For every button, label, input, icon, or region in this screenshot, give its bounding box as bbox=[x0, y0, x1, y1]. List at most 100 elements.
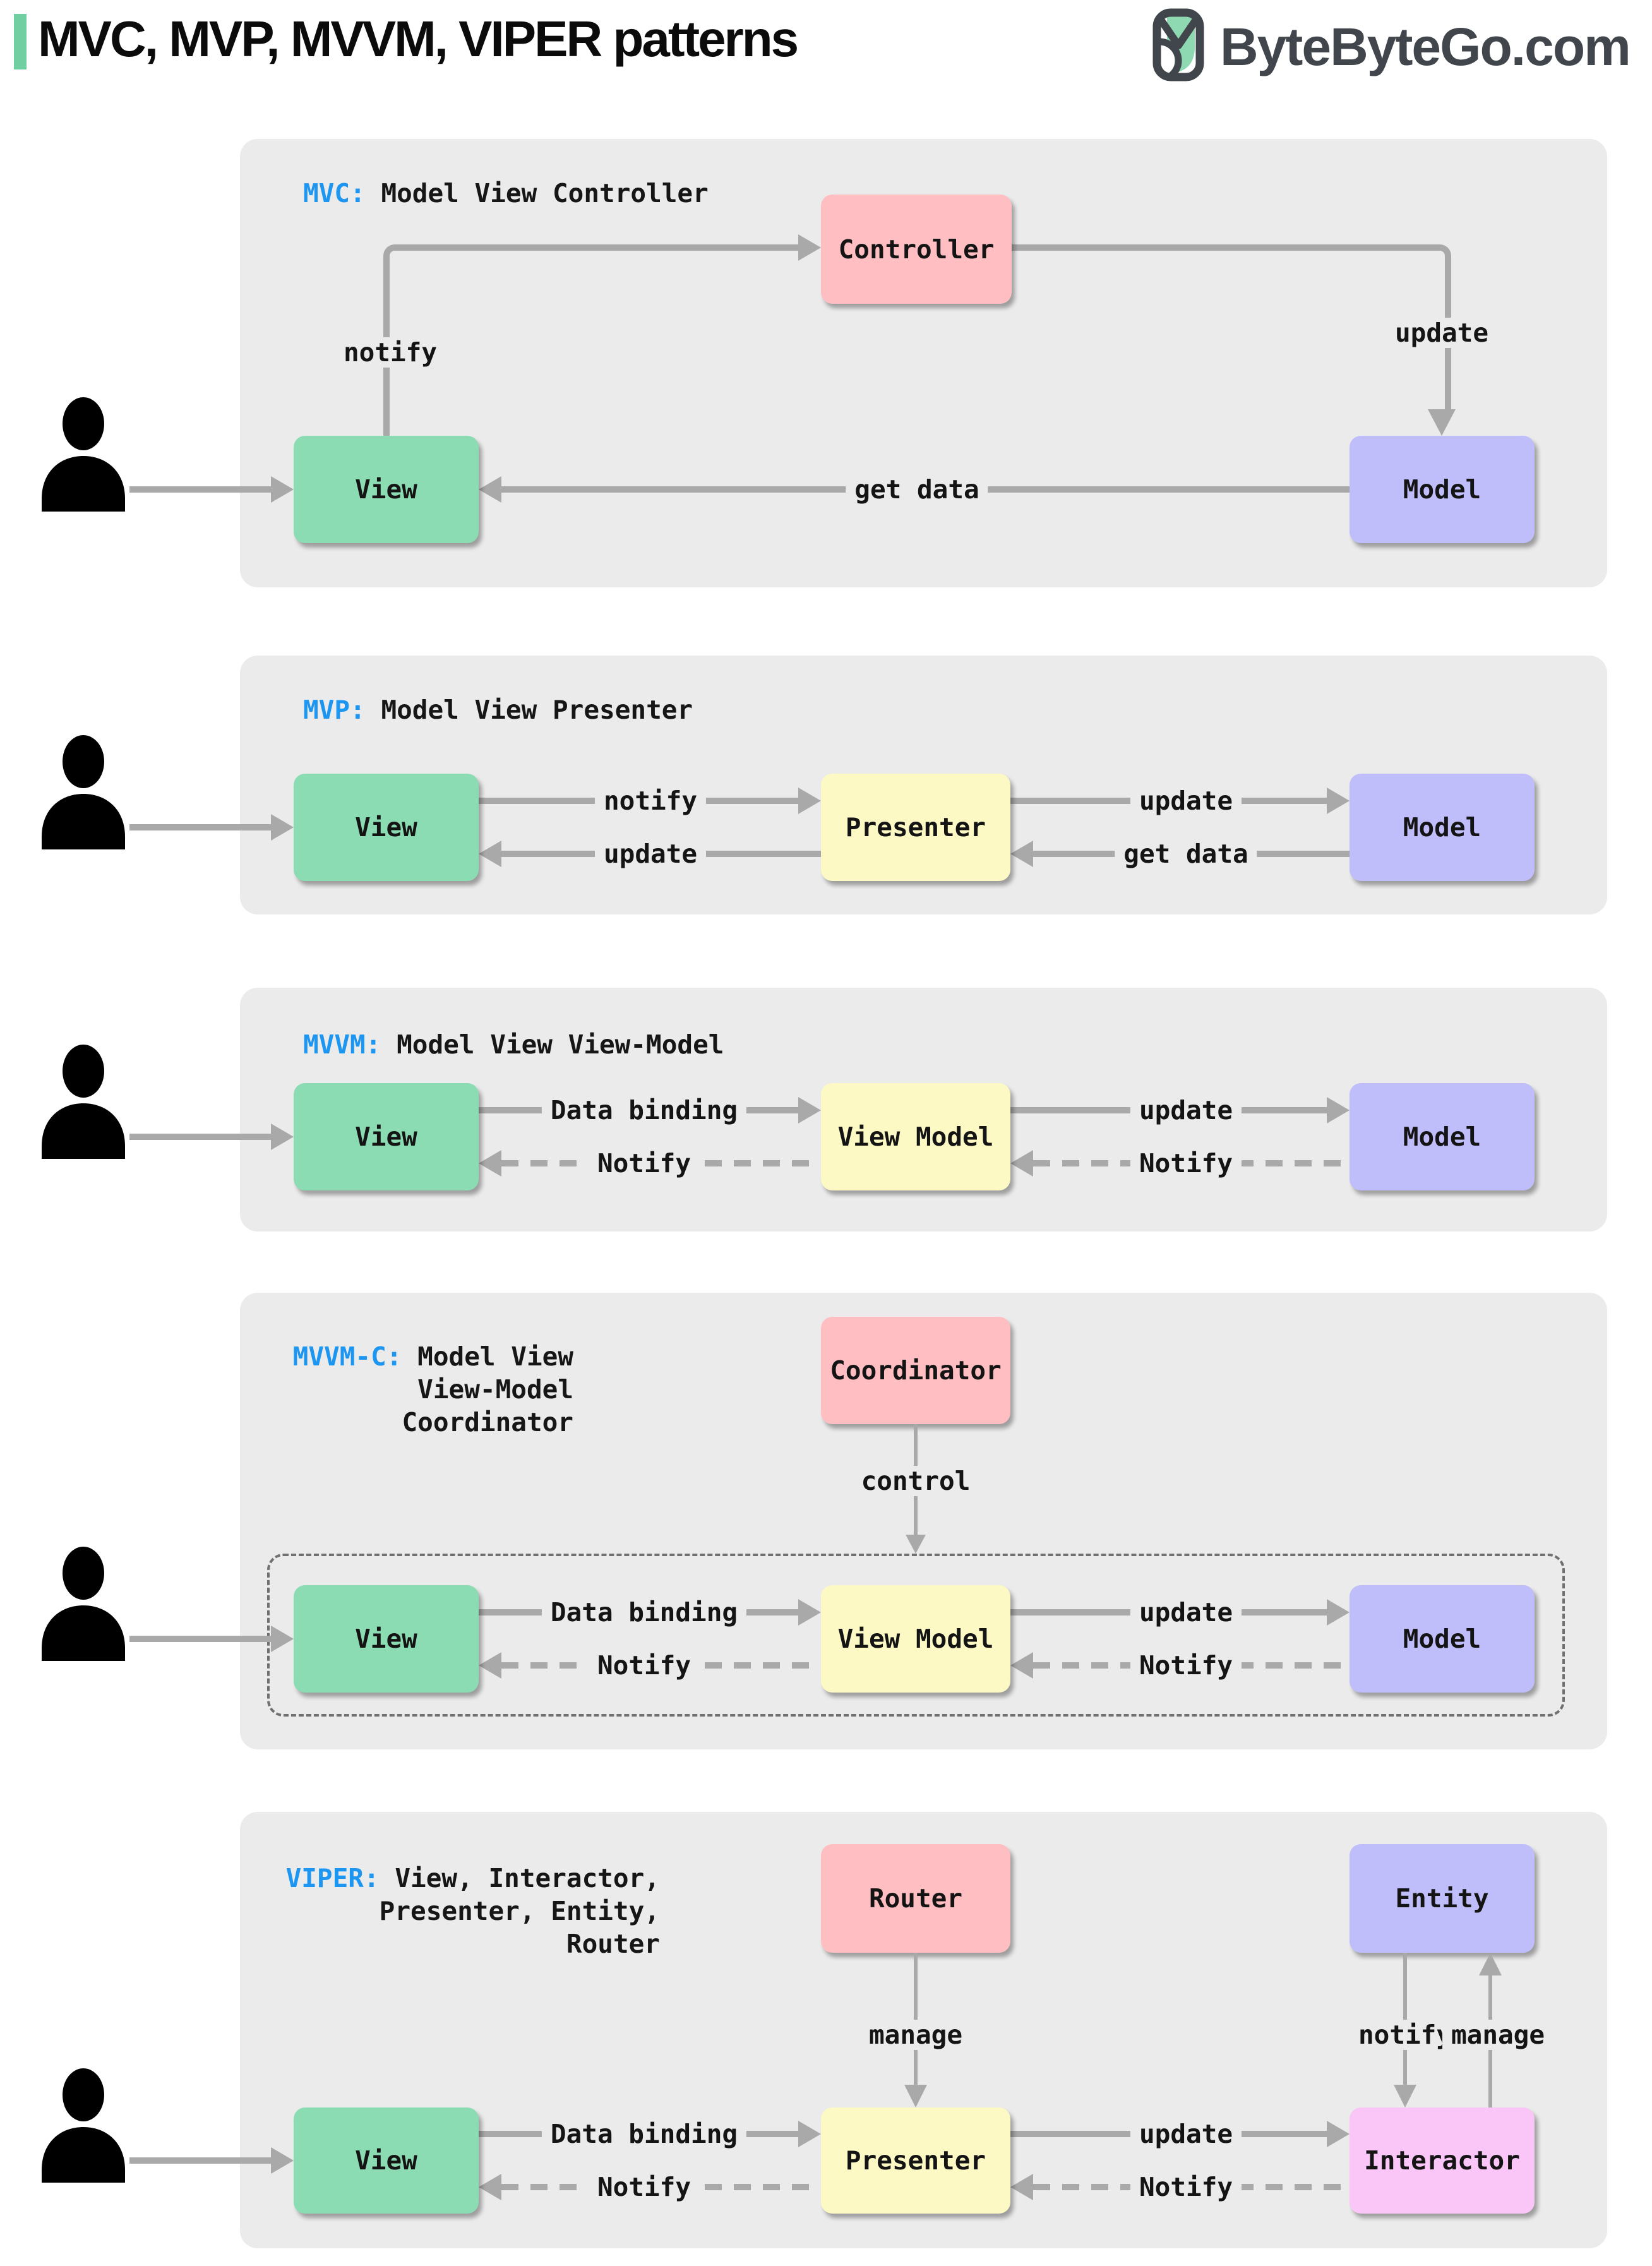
mvvmc-update-label: update bbox=[1130, 1597, 1242, 1628]
mvp-presenter-box: Presenter bbox=[821, 774, 1010, 881]
mvvmc-user-to-view-line bbox=[129, 1636, 271, 1642]
viper-keyword: VIPER: bbox=[285, 1863, 380, 1893]
viper-user-to-view-line bbox=[129, 2157, 271, 2164]
mvc-model-to-view-arrowhead bbox=[479, 476, 501, 503]
mvp-view-to-presenter-arrowhead bbox=[798, 788, 821, 814]
viper-subtitle-line1: VIPER: View, Interactor, bbox=[278, 1862, 660, 1895]
mvvmc-notify-right-label: Notify bbox=[1130, 1650, 1242, 1681]
viper-interactor-to-presenter-arrowhead bbox=[1010, 2174, 1033, 2200]
mvvm-view-to-viewmodel-arrowhead bbox=[798, 1097, 821, 1124]
viper-presenter-to-interactor-arrowhead bbox=[1327, 2121, 1350, 2147]
mvvm-notify-left-label: Notify bbox=[588, 1148, 700, 1178]
mvp-subtitle: MVP: Model View Presenter bbox=[303, 695, 693, 725]
mvvmc-keyword: MVVM-C: bbox=[292, 1341, 402, 1372]
mvc-user-icon bbox=[37, 395, 130, 514]
mvvmc-view-to-viewmodel-arrowhead bbox=[798, 1599, 821, 1626]
mvc-update-label: update bbox=[1386, 318, 1498, 348]
mvvm-viewmodel-to-view-arrowhead bbox=[479, 1150, 501, 1177]
mvp-presenter-to-model-arrowhead bbox=[1327, 788, 1350, 814]
mvp-keyword: MVP: bbox=[303, 695, 366, 725]
viper-user-to-view-arrowhead bbox=[271, 2147, 294, 2174]
mvvmc-subtitle-text1: Model View bbox=[417, 1341, 573, 1372]
viper-router-box: Router bbox=[821, 1844, 1010, 1953]
viper-subtitle-line2: Presenter, Entity, bbox=[379, 1896, 660, 1926]
mvvmc-view-box: View bbox=[294, 1585, 479, 1693]
mvvm-update-label: update bbox=[1130, 1095, 1242, 1125]
mvvm-model-box: Model bbox=[1350, 1083, 1535, 1190]
mvvm-user-to-view-arrowhead bbox=[271, 1124, 294, 1150]
mvvmc-user-to-view-arrowhead bbox=[271, 1626, 294, 1652]
mvp-user-to-view-line bbox=[129, 824, 271, 830]
page-title: MVC, MVP, MVVM, VIPER patterns bbox=[38, 11, 799, 67]
mvvmc-data-binding-label: Data binding bbox=[541, 1597, 747, 1628]
mvvm-user-icon bbox=[37, 1042, 130, 1161]
mvvm-keyword: MVVM: bbox=[303, 1029, 381, 1060]
mvp-update-right-label: update bbox=[1130, 786, 1242, 816]
mvvmc-dashed-container bbox=[267, 1554, 1565, 1717]
mvc-keyword: MVC: bbox=[303, 178, 366, 208]
mvp-notify-label: notify bbox=[594, 786, 707, 816]
mvvmc-control-label: control bbox=[852, 1466, 979, 1496]
viper-router-to-presenter-line bbox=[914, 1953, 918, 2085]
viper-notify-left-label: Notify bbox=[588, 2172, 700, 2202]
mvvm-subtitle-text: Model View View-Model bbox=[397, 1029, 724, 1060]
viper-presenter-to-view-arrowhead bbox=[479, 2174, 501, 2200]
mvvmc-subtitle: MVVM-C: Model View View-Model Coordinato… bbox=[289, 1340, 573, 1439]
mvvmc-subtitle-line3: Coordinator bbox=[402, 1407, 573, 1437]
viper-interactor-box: Interactor bbox=[1350, 2107, 1535, 2214]
viper-notify-right-label: Notify bbox=[1130, 2172, 1242, 2202]
mvc-subtitle: MVC: Model View Controller bbox=[303, 178, 709, 208]
mvvmc-model-to-viewmodel-arrowhead bbox=[1010, 1652, 1033, 1679]
mvvm-notify-right-label: Notify bbox=[1130, 1148, 1242, 1178]
mvvmc-viewmodel-to-view-arrowhead bbox=[479, 1652, 501, 1679]
mvp-presenter-to-view-arrowhead bbox=[479, 841, 501, 867]
mvp-get-data-label: get data bbox=[1115, 839, 1257, 869]
mvc-view-to-controller-arrowhead bbox=[798, 234, 821, 261]
mvvm-viewmodel-box: View Model bbox=[821, 1083, 1010, 1190]
mvvmc-user-icon bbox=[37, 1544, 130, 1664]
viper-subtitle: VIPER: View, Interactor, Presenter, Enti… bbox=[278, 1862, 660, 1960]
mvvm-viewmodel-to-model-arrowhead bbox=[1327, 1097, 1350, 1124]
viper-manage-router-label: manage bbox=[859, 2020, 972, 2050]
mvvmc-model-box: Model bbox=[1350, 1585, 1535, 1693]
mvc-get-data-label: get data bbox=[846, 474, 988, 505]
mvp-user-to-view-arrowhead bbox=[271, 814, 294, 841]
mvvmc-notify-left-label: Notify bbox=[588, 1650, 700, 1681]
mvvmc-subtitle-line1: MVVM-C: Model View bbox=[289, 1340, 573, 1373]
mvp-update-label: update bbox=[594, 839, 707, 869]
viper-router-to-presenter-arrowhead bbox=[904, 2085, 927, 2107]
brand-wordmark: ByteByteGo.com bbox=[1220, 17, 1631, 76]
mvc-model-box: Model bbox=[1350, 436, 1535, 543]
mvvm-subtitle: MVVM: Model View View-Model bbox=[303, 1029, 724, 1060]
mvc-notify-label: notify bbox=[334, 337, 446, 368]
mvc-view-to-controller-line bbox=[383, 244, 810, 442]
viper-subtitle-line3: Router bbox=[566, 1929, 660, 1959]
mvc-controller-box: Controller bbox=[821, 195, 1012, 304]
mvc-user-to-view-line bbox=[129, 486, 271, 493]
mvc-subtitle-text: Model View Controller bbox=[381, 178, 709, 208]
mvvmc-subtitle-line2: View-Model bbox=[417, 1374, 573, 1405]
bytebytego-bird-icon bbox=[1152, 8, 1205, 85]
viper-entity-to-interactor-line bbox=[1403, 1953, 1407, 2085]
mvc-controller-to-model-arrowhead bbox=[1428, 409, 1456, 436]
mvvm-user-to-view-line bbox=[129, 1134, 271, 1140]
viper-user-icon bbox=[37, 2066, 130, 2185]
viper-view-to-presenter-arrowhead bbox=[798, 2121, 821, 2147]
mvp-subtitle-text: Model View Presenter bbox=[381, 695, 693, 725]
viper-data-binding-label: Data binding bbox=[541, 2119, 747, 2149]
mvvm-model-to-viewmodel-arrowhead bbox=[1010, 1150, 1033, 1177]
mvp-user-icon bbox=[37, 733, 130, 852]
viper-update-label: update bbox=[1130, 2119, 1242, 2149]
viper-view-box: View bbox=[294, 2107, 479, 2214]
mvp-model-to-presenter-arrowhead bbox=[1010, 841, 1033, 867]
mvc-controller-to-model-line bbox=[1012, 244, 1451, 416]
viper-entity-box: Entity bbox=[1350, 1844, 1535, 1953]
mvvm-data-binding-label: Data binding bbox=[541, 1095, 747, 1125]
viper-subtitle-text1: View, Interactor, bbox=[395, 1863, 660, 1893]
viper-manage-entity-label: manage bbox=[1442, 2020, 1554, 2050]
mvvm-view-box: View bbox=[294, 1083, 479, 1190]
mvc-user-to-view-arrowhead bbox=[271, 476, 294, 503]
mvvmc-coordinator-box: Coordinator bbox=[821, 1317, 1010, 1424]
mvvmc-viewmodel-to-model-arrowhead bbox=[1327, 1599, 1350, 1626]
